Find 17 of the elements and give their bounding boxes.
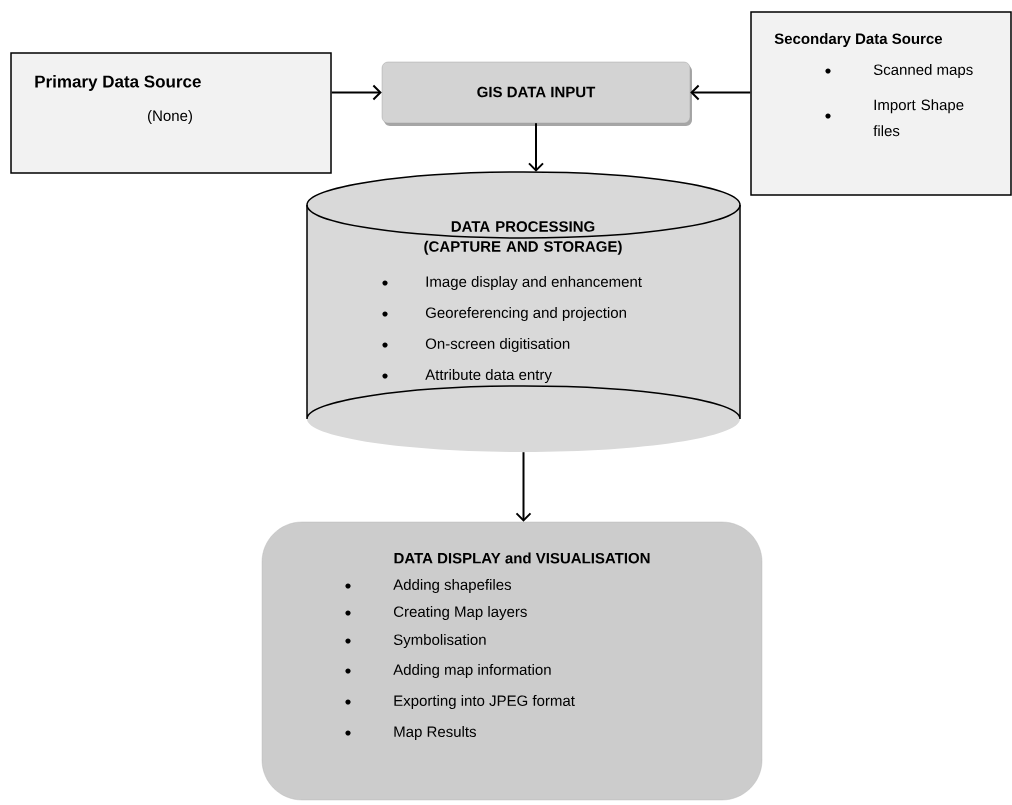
bullet-item: Symbolisation (345, 634, 486, 648)
node-text: DATA DISPLAY and VISUALISATION (394, 552, 650, 564)
arrow (528, 122, 544, 172)
arrow (515, 451, 532, 522)
arrow (330, 84, 382, 101)
bullet-item: Scanned maps (825, 64, 973, 78)
bullet-item: Import Shape files (825, 99, 964, 137)
bullet-item: Map Results (345, 726, 476, 740)
bullet-item: Adding map information (345, 664, 551, 678)
node-text: Primary Data Source (35, 75, 201, 91)
bullet-item: Adding shapefiles (345, 579, 512, 593)
arrow (690, 84, 752, 101)
node-text: Secondary Data Source (774, 33, 943, 47)
bullet-item: Exporting into JPEG format (345, 695, 575, 709)
node-text: GIS DATA INPUT (477, 86, 596, 98)
node-text: (None) (148, 110, 192, 124)
bullet-item: Creating Map layers (345, 606, 527, 620)
